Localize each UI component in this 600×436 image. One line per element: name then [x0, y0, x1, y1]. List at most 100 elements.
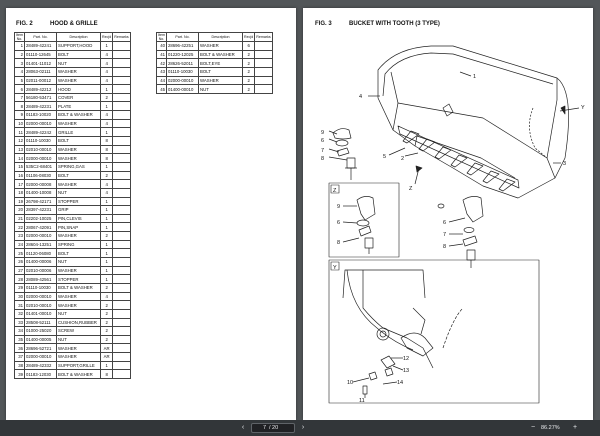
part-no-cell: 02000-00008 [24, 179, 57, 189]
description-cell: GRILLE [56, 127, 101, 138]
current-page-input[interactable]: 7 [262, 425, 266, 431]
qty-required-cell: 1 [99, 360, 114, 371]
detail-z-callout-8: 8 [337, 240, 340, 246]
remarks-cell [112, 308, 131, 319]
chevron-left-icon[interactable]: ‹ [241, 424, 245, 431]
minus-icon[interactable]: − [530, 424, 536, 431]
item-no-cell: 43 [156, 66, 167, 77]
callout-7-right: 7 [443, 232, 446, 238]
qty-required-cell: 1 [99, 274, 114, 284]
remarks-cell [112, 75, 131, 86]
qty-required-cell: 1 [99, 41, 114, 51]
chevron-right-icon[interactable]: › [301, 424, 305, 431]
remarks-cell [112, 101, 131, 112]
remarks-cell [112, 352, 131, 362]
part-no-cell: 01401-00010 [24, 308, 57, 319]
description-cell: NUT [56, 187, 101, 198]
remarks-cell [112, 282, 131, 293]
part-no-cell: 01110-10030 [24, 136, 57, 146]
item-no-cell: 6 [14, 84, 25, 94]
callout-8: 8 [321, 156, 324, 162]
qty-required-cell: 2 [99, 170, 114, 181]
column-header: Description [56, 32, 101, 42]
qty-required-cell: 2 [99, 92, 114, 103]
description-cell: NUT [56, 257, 101, 267]
remarks-cell [112, 153, 131, 163]
part-no-cell: 28626-52011 [166, 58, 199, 68]
qty-required-cell: 1 [99, 205, 114, 215]
callout-10: 10 [347, 380, 353, 386]
description-cell: BOLT & WASHER [56, 282, 101, 293]
part-no-cell: 01110-10030 [166, 66, 199, 77]
part-no-cell: 02202-10025 [24, 213, 57, 224]
remarks-cell [112, 300, 131, 310]
part-no-cell: 01110-12645 [24, 49, 57, 60]
description-cell: WASHER [198, 75, 243, 86]
part-no-cell: 02000-00010 [166, 75, 199, 86]
description-cell: WASHER [56, 300, 101, 310]
remarks-cell [112, 369, 131, 379]
remarks-cell [112, 334, 131, 345]
item-no-cell: 37 [14, 352, 25, 362]
callout-z-arrow: Z [409, 186, 413, 192]
column-header: Req'd [99, 32, 114, 42]
item-no-cell: 23 [14, 231, 25, 241]
item-no-cell: 38 [14, 360, 25, 371]
item-no-cell: 30 [14, 291, 25, 302]
qty-required-cell: 2 [241, 75, 256, 86]
remarks-cell [112, 343, 131, 354]
page-number-box[interactable]: 7/ 20 [251, 423, 295, 433]
fig-number: FIG. 2 [16, 21, 33, 27]
remarks-cell [112, 144, 131, 155]
qty-required-cell: 1 [99, 196, 114, 207]
callout-9: 9 [321, 130, 324, 136]
bucket-body [377, 45, 569, 199]
description-cell: WASHER [56, 153, 101, 163]
bucket-exploded-diagram: 4 1 5 3 2 Y Z 9 6 7 8 Z 9 6 8 6 7 8 Y 12 [321, 45, 585, 404]
description-cell: BOLT [56, 248, 101, 258]
fig-title: BUCKET WITH TOOTH (3 TYPE) [349, 21, 440, 27]
item-no-cell: 8 [14, 101, 25, 112]
part-no-cell: 28489-42212 [24, 84, 57, 94]
qty-required-cell: 2 [99, 231, 114, 241]
part-no-cell: 28696-42251 [166, 41, 199, 51]
detail-z-box [328, 182, 400, 258]
description-cell: SUPPORT,GRILLE [56, 360, 101, 371]
item-no-cell: 42 [156, 58, 167, 68]
description-cell: BOLT,EYE [198, 58, 243, 68]
description-cell: WASHER [56, 118, 101, 129]
description-cell: BOLT & WASHER [56, 110, 101, 120]
qty-required-cell: 2 [99, 282, 114, 293]
part-no-cell: 02010-00010 [24, 300, 57, 310]
part-no-cell: 28508-52111 [24, 317, 57, 328]
remarks-cell [254, 75, 273, 86]
part-no-cell: 28067-42091 [24, 222, 57, 233]
detail-z-callout-9: 9 [337, 204, 340, 210]
description-cell: WASHER [56, 352, 101, 362]
detail-z-callout-6: 6 [337, 220, 340, 226]
remarks-cell [112, 317, 131, 328]
plus-icon[interactable]: + [572, 424, 578, 431]
remarks-cell [112, 196, 131, 207]
part-no-cell: 02011-00012 [24, 75, 57, 86]
item-no-cell: 45 [156, 84, 167, 94]
qty-required-cell: 4 [99, 187, 114, 198]
part-no-cell: 01000-25020 [24, 326, 57, 336]
item-no-cell: 15 [14, 161, 25, 172]
column-header: Remarks [254, 32, 273, 42]
item-no-cell: 32 [14, 308, 25, 319]
description-cell: BOLT [56, 136, 101, 146]
